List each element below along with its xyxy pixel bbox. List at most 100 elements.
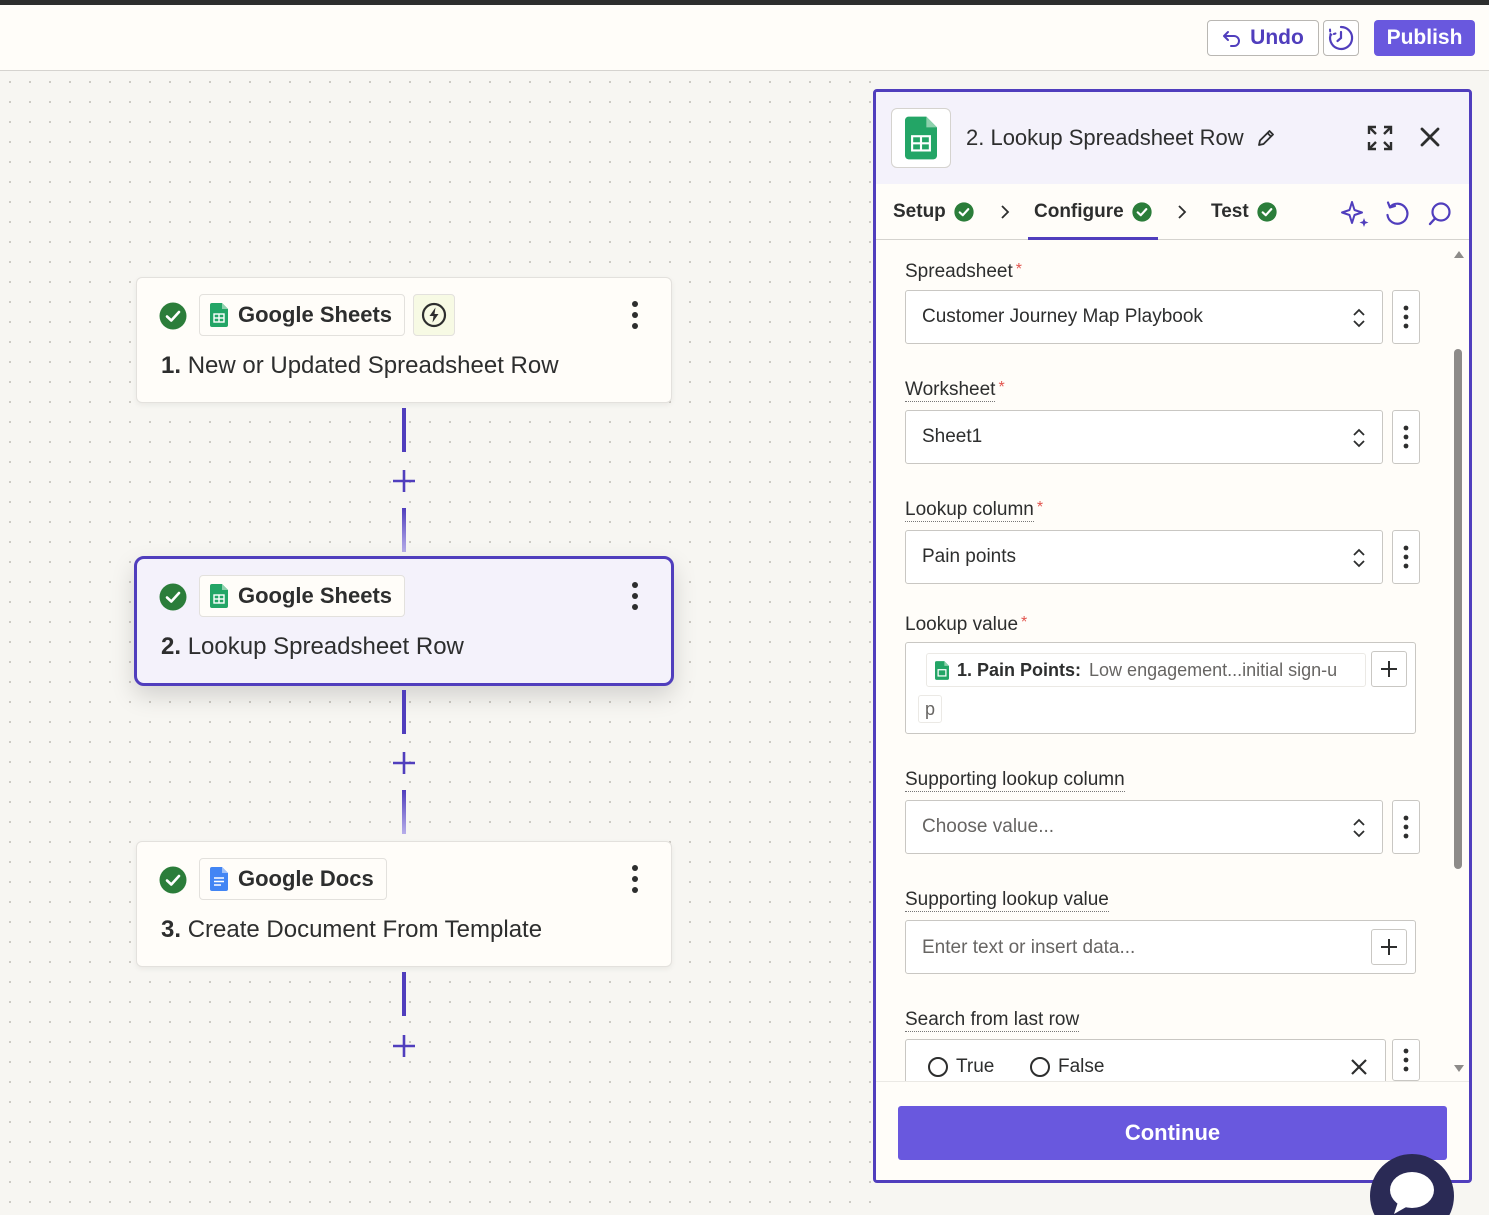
field-options-button[interactable] xyxy=(1392,800,1420,854)
complete-check-icon xyxy=(159,583,187,611)
google-sheets-icon xyxy=(935,660,949,680)
chevron-right-icon xyxy=(1001,205,1010,219)
kebab-menu-icon xyxy=(1403,545,1409,569)
plus-icon xyxy=(1381,939,1397,955)
expand-icon[interactable] xyxy=(1366,124,1394,152)
app-chip-google-docs: Google Docs xyxy=(199,858,387,900)
step-menu-icon[interactable] xyxy=(627,581,643,611)
radio-circle-icon xyxy=(1030,1057,1050,1077)
panel-header: 2. Lookup Spreadsheet Row xyxy=(876,92,1469,184)
refresh-icon[interactable] xyxy=(1384,200,1410,228)
insert-data-button[interactable] xyxy=(1371,929,1407,965)
chevron-updown-icon xyxy=(1353,428,1365,448)
kebab-menu-icon xyxy=(1403,425,1409,449)
sparkle-ai-icon[interactable] xyxy=(1340,200,1370,228)
bolt-icon xyxy=(421,302,447,328)
connector-line xyxy=(402,408,406,452)
step-menu-icon[interactable] xyxy=(627,300,643,330)
add-step-plus-icon[interactable] xyxy=(391,468,417,494)
complete-check-icon xyxy=(954,202,974,222)
spreadsheet-label: Spreadsheet* xyxy=(905,261,1022,282)
supporting-lookup-column-label: Supporting lookup column xyxy=(905,769,1125,792)
supporting-lookup-column-select[interactable]: Choose value... xyxy=(905,800,1383,854)
connector-line xyxy=(402,790,406,834)
workflow-canvas[interactable]: Google Sheets 1. New or Updated Spreadsh… xyxy=(0,72,872,1215)
scroll-up-arrow-icon[interactable] xyxy=(1453,249,1465,259)
lookup-value-label: Lookup value* xyxy=(905,614,1028,635)
tab-test[interactable]: Test xyxy=(1211,184,1277,240)
step-config-panel: 2. Lookup Spreadsheet Row Setup Configur… xyxy=(873,89,1472,1183)
undo-label: Undo xyxy=(1250,26,1304,49)
search-icon[interactable] xyxy=(1427,200,1453,228)
connector-line xyxy=(402,972,406,1016)
panel-app-icon xyxy=(891,108,951,168)
radio-true[interactable]: True xyxy=(928,1056,994,1078)
panel-footer: Continue xyxy=(876,1081,1469,1180)
lookup-column-select[interactable]: Pain points xyxy=(905,530,1383,584)
scroll-down-arrow-icon[interactable] xyxy=(1453,1064,1465,1074)
google-sheets-icon xyxy=(210,584,228,608)
app-chip-google-sheets: Google Sheets xyxy=(199,294,406,336)
step-title: 3. Create Document From Template xyxy=(161,916,543,943)
chat-bubble-icon xyxy=(1390,1172,1434,1214)
trigger-badge xyxy=(413,294,455,336)
scrollbar-thumb[interactable] xyxy=(1454,349,1462,869)
panel-title: 2. Lookup Spreadsheet Row xyxy=(966,125,1244,150)
search-from-last-row-radio-group: True False xyxy=(905,1039,1386,1081)
lookup-column-label: Lookup column* xyxy=(905,499,1044,522)
clear-x-icon[interactable] xyxy=(1350,1058,1368,1076)
spreadsheet-select[interactable]: Customer Journey Map Playbook xyxy=(905,290,1383,344)
tab-configure[interactable]: Configure xyxy=(1028,184,1158,240)
connector-line xyxy=(402,690,406,734)
complete-check-icon xyxy=(1132,202,1152,222)
supporting-lookup-value-input[interactable]: Enter text or insert data... xyxy=(905,920,1416,974)
panel-scrollbar[interactable] xyxy=(1450,241,1466,1081)
workflow-step-3[interactable]: Google Docs 3. Create Document From Temp… xyxy=(136,841,672,967)
add-step-plus-icon[interactable] xyxy=(391,1033,417,1059)
editor-toolbar: Undo Publish xyxy=(0,5,1489,71)
radio-false[interactable]: False xyxy=(1030,1056,1104,1078)
mapped-data-pill-overflow: p xyxy=(918,695,943,723)
worksheet-label: Worksheet* xyxy=(905,379,1005,402)
kebab-menu-icon xyxy=(1403,305,1409,329)
kebab-menu-icon xyxy=(1403,1048,1409,1072)
complete-check-icon xyxy=(159,866,187,894)
complete-check-icon xyxy=(1257,202,1277,222)
step-menu-icon[interactable] xyxy=(627,864,643,894)
kebab-menu-icon xyxy=(1403,815,1409,839)
workflow-step-1[interactable]: Google Sheets 1. New or Updated Spreadsh… xyxy=(136,277,672,403)
history-button[interactable] xyxy=(1323,20,1359,56)
tab-setup[interactable]: Setup xyxy=(893,184,974,240)
app-name: Google Sheets xyxy=(238,583,393,608)
step-title: 1. New or Updated Spreadsheet Row xyxy=(161,352,559,379)
config-form: Spreadsheet* Customer Journey Map Playbo… xyxy=(876,241,1469,1081)
worksheet-select[interactable]: Sheet1 xyxy=(905,410,1383,464)
undo-button[interactable]: Undo xyxy=(1207,20,1319,56)
add-step-plus-icon[interactable] xyxy=(391,750,417,776)
mapped-data-pill[interactable]: 1. Pain Points: Low engagement...initial… xyxy=(926,653,1366,687)
field-options-button[interactable] xyxy=(1392,290,1420,344)
plus-icon xyxy=(1381,661,1397,677)
lookup-value-input[interactable]: 1. Pain Points: Low engagement...initial… xyxy=(905,642,1416,734)
app-chip-google-sheets: Google Sheets xyxy=(199,575,406,617)
insert-data-button[interactable] xyxy=(1371,651,1407,687)
top-accent-strip xyxy=(0,0,1489,5)
continue-button[interactable]: Continue xyxy=(898,1106,1447,1160)
edit-title-pencil-icon[interactable] xyxy=(1256,128,1276,148)
google-sheets-icon xyxy=(905,116,937,160)
field-options-button[interactable] xyxy=(1392,410,1420,464)
search-from-last-row-label: Search from last row xyxy=(905,1009,1080,1032)
field-options-button[interactable] xyxy=(1392,1039,1420,1081)
publish-button[interactable]: Publish xyxy=(1374,20,1475,56)
history-clock-icon xyxy=(1328,25,1354,51)
field-options-button[interactable] xyxy=(1392,530,1420,584)
workflow-step-2[interactable]: Google Sheets 2. Lookup Spreadsheet Row xyxy=(134,556,674,686)
chevron-updown-icon xyxy=(1353,818,1365,838)
step-title: 2. Lookup Spreadsheet Row xyxy=(161,633,464,660)
close-icon[interactable] xyxy=(1419,126,1441,148)
app-name: Google Sheets xyxy=(238,302,393,327)
chevron-updown-icon xyxy=(1353,308,1365,328)
radio-circle-icon xyxy=(928,1057,948,1077)
help-chat-button[interactable] xyxy=(1370,1154,1454,1215)
app-name: Google Docs xyxy=(238,866,374,891)
